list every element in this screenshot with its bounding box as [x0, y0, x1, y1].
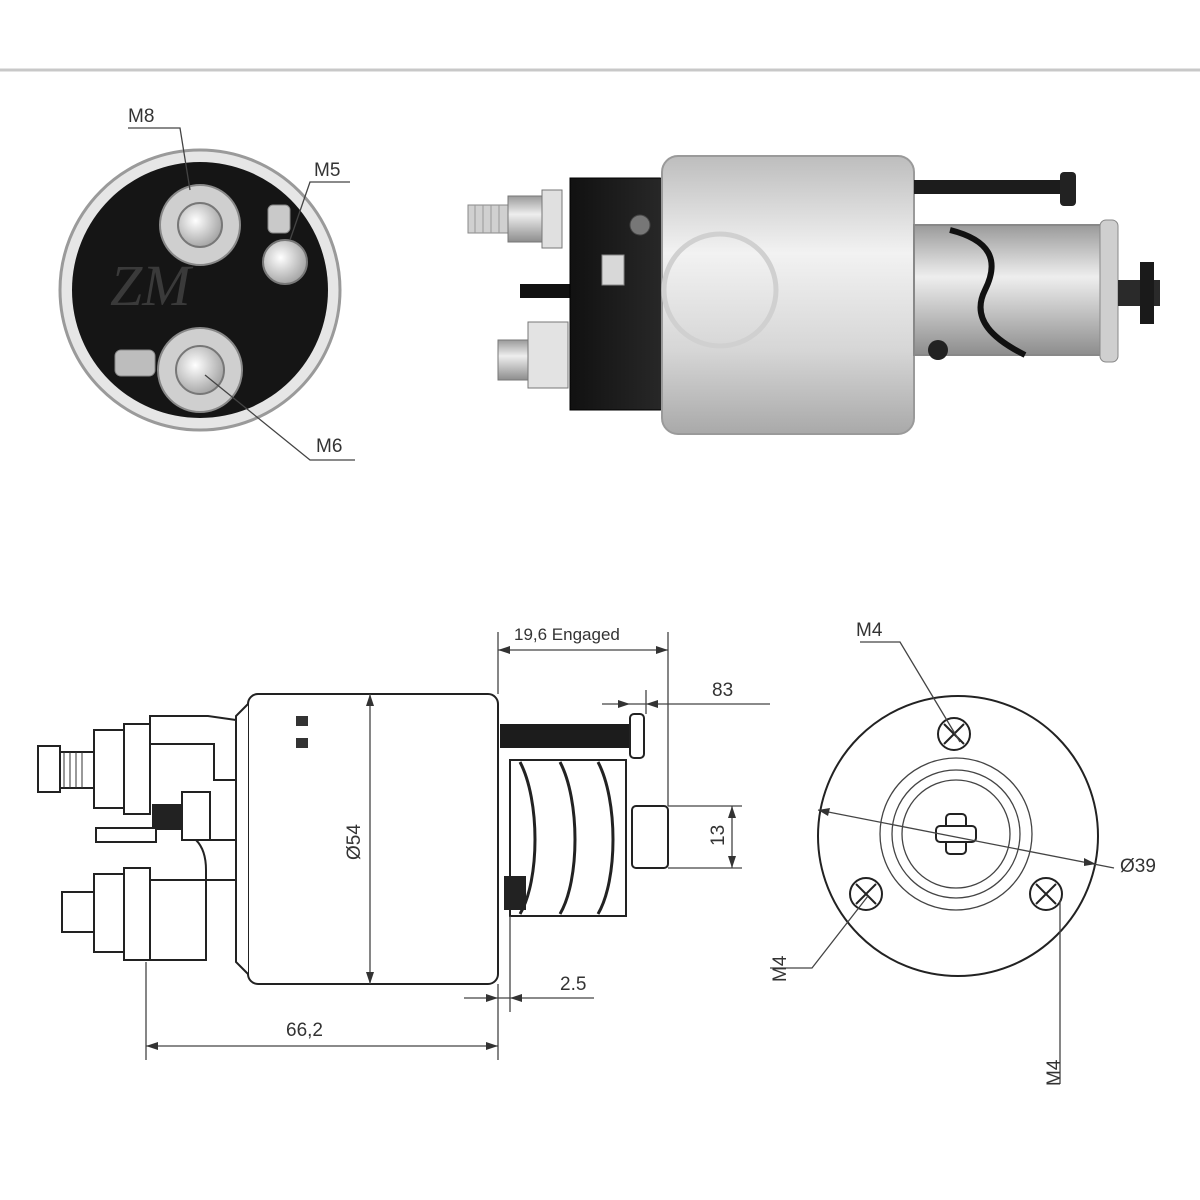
plunger-tube [913, 224, 1115, 356]
cap-logo-watermark: ZM [110, 253, 193, 318]
dwg-rod-head [629, 713, 645, 759]
dwg-mark-1 [296, 716, 308, 726]
dwg-upper-terminal [37, 723, 151, 815]
m6-leader [204, 374, 355, 461]
m8-stud [159, 184, 241, 266]
dwg-terminal-cap [149, 715, 237, 781]
m5-leader [289, 181, 350, 241]
dwg-screw-top [937, 717, 971, 751]
m4-top-leader [860, 641, 961, 743]
m5-stud [262, 204, 308, 285]
plunger-nose-pin [1140, 262, 1154, 324]
m4-bottom-label: M4 [1044, 1059, 1065, 1086]
drawing-front-view: Ø39 M4 M4 M4 [770, 620, 1156, 1086]
dwg-plunger-spring [504, 759, 627, 917]
lower-terminal-stud [497, 321, 569, 389]
dwg-screw-right [1029, 877, 1063, 911]
upper-terminal-stud [467, 189, 563, 249]
dwg-main-body [247, 693, 499, 985]
cap-rivet [629, 214, 651, 236]
photo-side-view [467, 155, 1160, 435]
top-rod [914, 180, 1064, 194]
dwg-front-ring-2 [891, 769, 1021, 899]
rod-head [1060, 172, 1076, 206]
dim-83-label: 83 [712, 680, 733, 701]
dwg-body-flange [235, 703, 249, 975]
dim-gap-label: 2.5 [560, 974, 586, 995]
m8-leader [128, 127, 191, 191]
dwg-plunger-nose [631, 805, 669, 869]
dim-bolt-circle-label: Ø39 [1120, 856, 1156, 877]
dwg-signal-terminal [95, 791, 211, 843]
m6-label: M6 [316, 436, 342, 457]
silver-housing [661, 155, 915, 435]
m8-label: M8 [128, 106, 154, 127]
m5-label: M5 [314, 160, 340, 181]
m6-stud [114, 327, 243, 413]
dim-engaged-label: 19,6 Engaged [514, 625, 620, 644]
dwg-mark-2 [296, 738, 308, 748]
dim-diameter-label: Ø54 [344, 824, 365, 860]
dark-terminal-cap [569, 177, 673, 411]
dwg-lower-terminal [61, 867, 151, 961]
cap-small-nut [601, 254, 625, 286]
drawing-side-view: 19,6 Engaged 83 13 Ø54 2.5 66,2 [37, 625, 770, 1060]
m4-left-leader [770, 895, 869, 969]
dwg-screw-left [849, 877, 883, 911]
housing-logo-emboss [661, 231, 779, 349]
spring-anchor [928, 340, 948, 360]
dim-length-label: 66,2 [286, 1020, 323, 1041]
dwg-rod [500, 724, 630, 748]
m4-top-label: M4 [856, 620, 883, 641]
dim-bolt-circle-line [817, 809, 1115, 869]
plunger-end-ring [1099, 219, 1119, 363]
dim-13-label: 13 [708, 825, 729, 846]
photo-front-view: ZM M8 M5 M6 [58, 106, 355, 461]
signal-terminal-bar [520, 284, 580, 298]
m4-left-label: M4 [770, 955, 791, 982]
dwg-front-ring-3 [901, 779, 1011, 889]
spring-wire [949, 227, 1027, 358]
dwg-front-ring-1 [879, 757, 1033, 911]
dwg-cap-lower [149, 839, 237, 961]
